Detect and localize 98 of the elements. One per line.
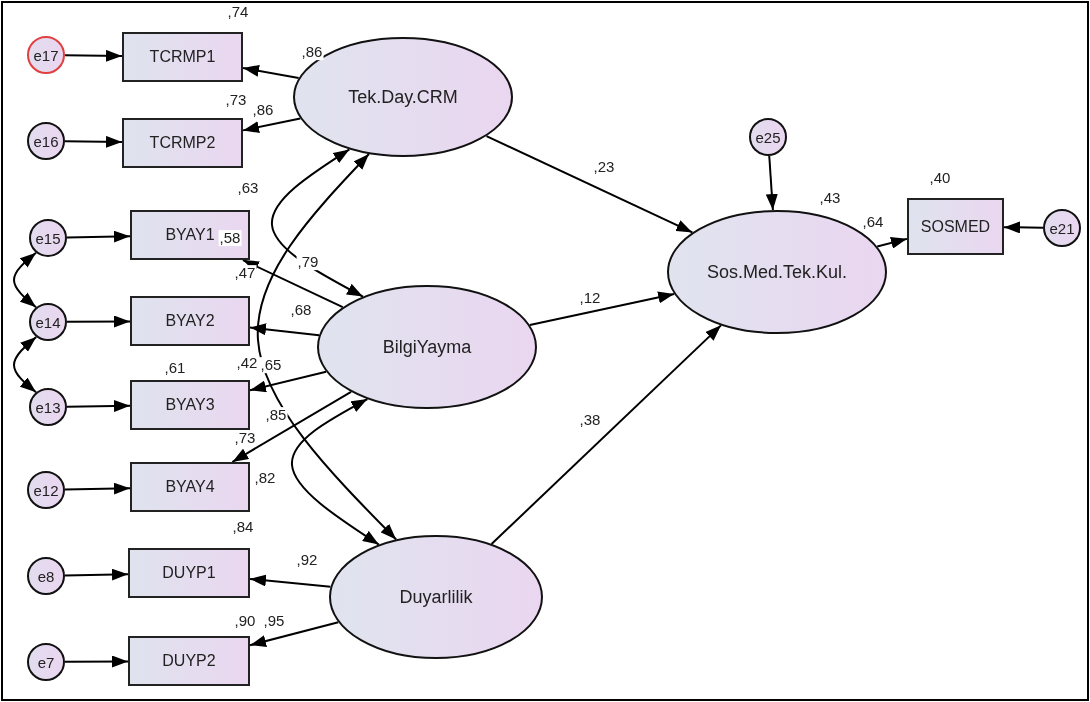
path-arrow — [1003, 221, 1044, 234]
variable-label: BYAY1 — [165, 226, 215, 244]
observed-variable-box — [130, 210, 250, 260]
variable-label: Sos.Med.Tek.Kul. — [706, 261, 848, 283]
coefficient-label: ,92 — [295, 552, 319, 568]
path-arrow — [242, 117, 302, 133]
variable-label: e7 — [37, 653, 55, 671]
variable-label: e16 — [33, 132, 59, 150]
variable-label: e13 — [35, 398, 61, 416]
error-term-circle — [27, 557, 65, 595]
variable-label: e21 — [1049, 219, 1075, 237]
coefficient-label: ,95 — [262, 613, 286, 629]
variable-label: e15 — [35, 229, 61, 247]
observed-variable-box — [128, 636, 250, 686]
coefficient-label: ,63 — [236, 180, 260, 196]
error-term-circle — [29, 303, 67, 341]
variable-label: e14 — [35, 313, 61, 331]
variable-label: e12 — [33, 481, 59, 499]
latent-variable-ellipse — [293, 37, 513, 157]
error-term-circle — [1043, 209, 1081, 247]
coefficient-label: ,68 — [289, 302, 313, 318]
observed-variable-box — [122, 118, 243, 168]
variable-label: e17 — [33, 46, 59, 64]
coefficient-label: ,82 — [253, 470, 277, 486]
observed-variable-box — [907, 198, 1004, 255]
path-arrow — [231, 390, 353, 463]
covariance-arrow — [13, 251, 38, 309]
covariance-arrow — [13, 335, 38, 394]
variable-label: BYAY4 — [165, 478, 215, 496]
path-arrow — [249, 621, 340, 647]
error-term-circle — [27, 36, 65, 74]
error-term-circle — [27, 643, 65, 681]
variable-label: DUYP2 — [162, 652, 216, 670]
path-arrow — [876, 237, 908, 249]
latent-variable-ellipse — [329, 535, 543, 659]
latent-variable-ellipse — [317, 285, 537, 409]
covariance-arrow — [271, 148, 364, 298]
variable-label: BYAY3 — [165, 396, 215, 414]
variable-label: DUYP1 — [162, 564, 216, 582]
coefficient-label: ,43 — [818, 190, 842, 206]
edge-label: ,23 — [591, 159, 617, 175]
path-arrow — [66, 400, 131, 413]
edge-label: ,12 — [577, 290, 603, 306]
coefficient-label: ,73 — [233, 430, 257, 446]
coefficient-label: ,61 — [163, 360, 187, 376]
path-arrow — [64, 568, 129, 581]
path-arrow — [64, 655, 129, 668]
path-arrow — [490, 324, 722, 545]
observed-variable-box — [122, 32, 243, 82]
error-term-circle — [27, 471, 65, 509]
error-term-circle — [27, 122, 65, 160]
coefficient-label: ,65 — [259, 357, 283, 373]
coefficient-label: ,86 — [251, 102, 275, 118]
path-arrow — [64, 135, 123, 148]
path-arrow — [528, 291, 676, 326]
path-arrow — [249, 323, 321, 337]
error-term-circle — [29, 388, 67, 426]
coefficient-label: ,47 — [233, 265, 257, 281]
variable-label: Tek.Day.CRM — [348, 86, 458, 108]
variable-label: SOSMED — [920, 217, 991, 236]
edge-label: ,38 — [577, 412, 603, 428]
path-arrow — [241, 259, 344, 309]
coefficient-label: ,73 — [224, 92, 248, 108]
path-arrow — [64, 49, 123, 62]
path-arrow — [64, 482, 131, 495]
coefficient-label: ,58 — [218, 230, 242, 246]
path-arrow — [66, 315, 131, 328]
coefficient-label: ,64 — [861, 214, 885, 230]
coefficient-label: ,85 — [264, 407, 288, 423]
path-arrow — [249, 370, 328, 393]
covariance-arrow — [291, 398, 380, 546]
path-arrow — [242, 64, 300, 80]
observed-variable-box — [128, 548, 250, 598]
observed-variable-box — [130, 296, 250, 346]
coefficient-label: ,40 — [928, 170, 952, 186]
variable-label: BilgiYayma — [382, 336, 472, 358]
path-arrow — [485, 135, 694, 234]
path-arrow — [66, 230, 131, 243]
variable-label: TCRMP1 — [149, 48, 216, 66]
variable-label: TCRMP2 — [149, 134, 216, 152]
coefficient-label: ,86 — [300, 44, 324, 60]
coefficient-label: ,90 — [233, 613, 257, 629]
observed-variable-box — [130, 462, 250, 512]
covariance-arrow — [257, 153, 398, 541]
coefficient-label: ,42 — [235, 355, 259, 371]
variable-label: Duyarlilik — [399, 586, 473, 608]
path-arrow — [249, 574, 332, 588]
coefficient-label: ,79 — [296, 254, 320, 270]
error-term-circle — [29, 219, 67, 257]
variable-label: e25 — [755, 128, 781, 146]
variable-label: e8 — [37, 567, 55, 585]
variable-label: BYAY2 — [165, 312, 215, 330]
coefficient-label: ,74 — [226, 4, 250, 20]
observed-variable-box — [130, 380, 250, 430]
latent-variable-ellipse — [667, 210, 887, 334]
error-term-circle — [749, 118, 787, 156]
path-arrow — [765, 154, 778, 212]
coefficient-label: ,84 — [231, 519, 255, 535]
